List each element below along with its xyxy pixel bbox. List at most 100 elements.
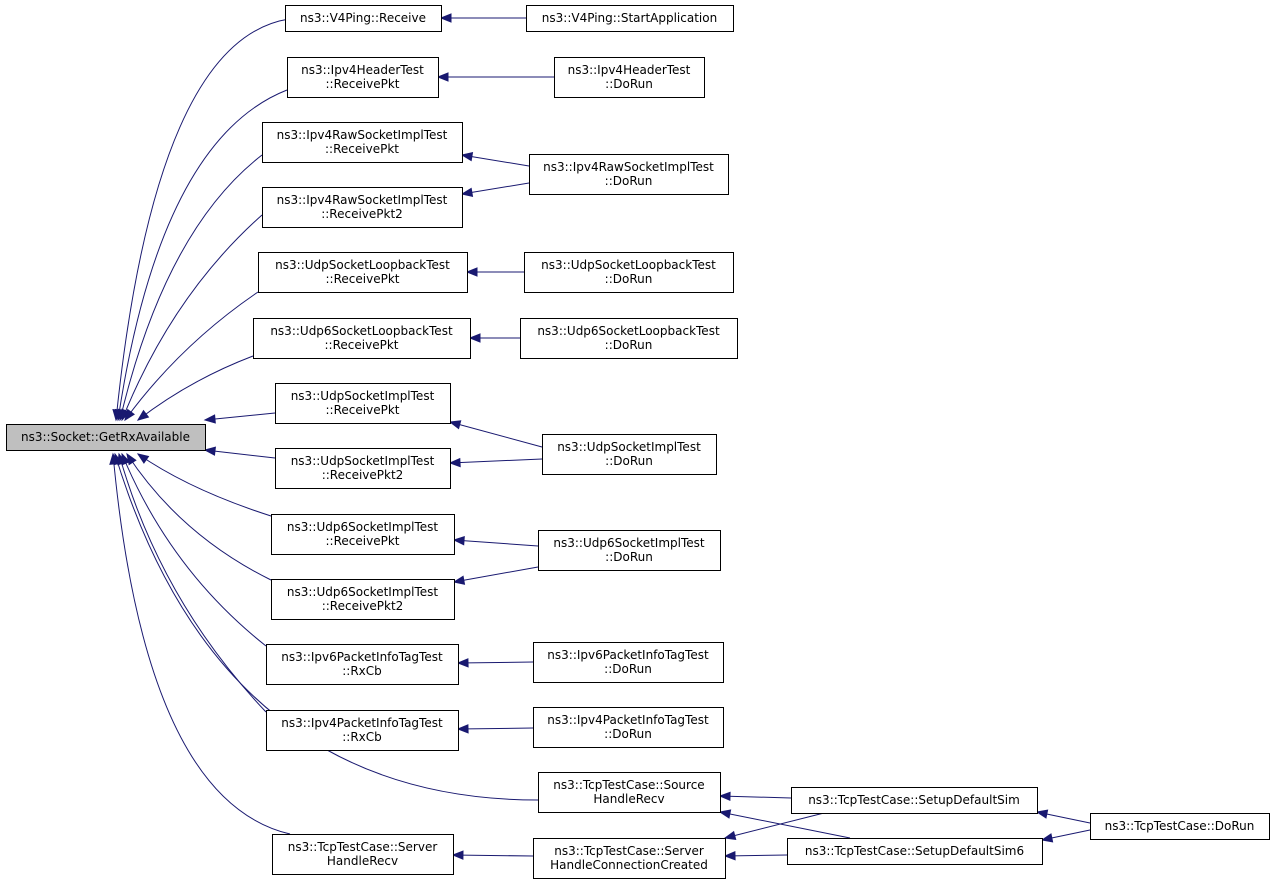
node-raw-recv[interactable]: ns3::Ipv4RawSocketImplTest::ReceivePkt xyxy=(262,122,463,163)
edge-arrowhead xyxy=(452,575,466,585)
node-box xyxy=(524,252,734,293)
node-label: ::ReceivePkt xyxy=(325,142,399,156)
node-v4ping-receive[interactable]: ns3::V4Ping::Receive xyxy=(285,5,442,32)
node-udpimpl-recv[interactable]: ns3::UdpSocketImplTest::ReceivePkt xyxy=(275,383,451,424)
node-box xyxy=(262,187,463,228)
node-udpimpl-run[interactable]: ns3::UdpSocketImplTest::DoRun xyxy=(542,434,717,475)
edge-line xyxy=(453,539,539,547)
node-label: ::DoRun xyxy=(604,727,652,741)
node-label: ns3::TcpTestCase::SetupDefaultSim xyxy=(808,793,1020,807)
node-label: ::DoRun xyxy=(605,454,653,468)
node-label: ns3::Ipv4RawSocketImplTest xyxy=(277,128,448,142)
edge-line xyxy=(121,214,263,421)
node-ipv6info-rx[interactable]: ns3::Ipv6PacketInfoTagTest::RxCb xyxy=(266,644,459,685)
edge-arrowhead xyxy=(203,446,216,456)
node-box xyxy=(253,318,471,359)
node-udp6impl-recv2[interactable]: ns3::Udp6SocketImplTest::ReceivePkt2 xyxy=(271,579,455,620)
node-label: HandleRecv xyxy=(327,854,398,868)
node-label: ns3::UdpSocketImplTest xyxy=(557,440,701,454)
edge-line xyxy=(449,458,543,464)
edge-raw_run-to-raw_recv2 xyxy=(460,182,530,197)
edge-arrowhead xyxy=(1040,833,1054,843)
node-label: ::ReceivePkt xyxy=(326,534,400,548)
node-label: ns3::Udp6SocketLoopbackTest xyxy=(537,324,720,338)
node-udp6loop-recv[interactable]: ns3::Udp6SocketLoopbackTest::ReceivePkt xyxy=(253,318,471,359)
edge-udp6impl_recv2-to-root xyxy=(126,452,272,581)
node-label: ns3::TcpTestCase::SetupDefaultSim6 xyxy=(805,844,1024,858)
edge-arrowhead xyxy=(109,452,119,465)
node-label: ::ReceivePkt2 xyxy=(322,468,404,482)
node-ipv4hdr-run[interactable]: ns3::Ipv4HeaderTest::DoRun xyxy=(554,57,705,98)
node-tcp-setup[interactable]: ns3::TcpTestCase::SetupDefaultSim xyxy=(791,787,1038,814)
edge-line xyxy=(112,453,291,835)
edge-tcp_run-to-tcp_setup xyxy=(1035,809,1091,824)
edge-tcp_server_recv-to-root xyxy=(109,452,291,835)
edge-line xyxy=(117,89,288,421)
node-label: ns3::Ipv6PacketInfoTagTest xyxy=(547,648,709,662)
node-udploop-recv[interactable]: ns3::UdpSocketLoopbackTest::ReceivePkt xyxy=(258,252,468,293)
node-label: ::DoRun xyxy=(605,174,653,188)
node-root[interactable]: ns3::Socket::GetRxAvailable xyxy=(6,424,206,451)
node-label: ns3::Ipv4PacketInfoTagTest xyxy=(281,716,443,730)
node-box xyxy=(272,834,454,875)
edge-tcp_setup6-to-tcp_server_conn xyxy=(723,851,788,861)
edge-arrowhead xyxy=(718,791,731,802)
node-ipv4hdr-recv[interactable]: ns3::Ipv4HeaderTest::ReceivePkt xyxy=(287,57,439,98)
node-label: ::ReceivePkt xyxy=(326,77,400,91)
edge-arrowhead xyxy=(124,408,135,422)
call-edges xyxy=(109,13,1091,861)
node-label: ns3::Ipv4RawSocketImplTest xyxy=(277,193,448,207)
edge-tcp_setup6-to-tcp_source xyxy=(718,809,851,839)
edge-udp6impl_run-to-udp6impl_recv2 xyxy=(452,566,539,585)
edge-arrowhead xyxy=(136,409,150,421)
node-box xyxy=(275,448,451,489)
edge-line xyxy=(204,412,276,421)
node-tcp-run[interactable]: ns3::TcpTestCase::DoRun xyxy=(1090,813,1270,840)
node-box xyxy=(554,57,705,98)
node-box xyxy=(275,383,451,424)
edge-line xyxy=(452,854,534,857)
edge-arrowhead xyxy=(448,420,462,430)
node-ipv6info-run[interactable]: ns3::Ipv6PacketInfoTagTest::DoRun xyxy=(533,642,724,683)
edge-udp6loop_run-to-udp6loop_recv xyxy=(468,333,520,343)
edge-udp6impl_run-to-udp6impl_recv xyxy=(452,535,539,547)
node-box xyxy=(520,318,738,359)
node-v4ping-start[interactable]: ns3::V4Ping::StartApplication xyxy=(526,5,734,32)
node-box xyxy=(258,252,468,293)
edge-ipv6info_run-to-ipv6info_rx xyxy=(456,658,534,668)
node-udploop-run[interactable]: ns3::UdpSocketLoopbackTest::DoRun xyxy=(524,252,734,293)
node-label: ns3::Ipv4HeaderTest xyxy=(301,63,424,77)
node-label: ns3::Udp6SocketImplTest xyxy=(287,520,439,534)
edge-arrowhead xyxy=(203,414,216,424)
node-tcp-setup6[interactable]: ns3::TcpTestCase::SetupDefaultSim6 xyxy=(787,838,1043,865)
node-label: HandleRecv xyxy=(593,792,664,806)
node-raw-run[interactable]: ns3::Ipv4RawSocketImplTest::DoRun xyxy=(529,154,729,195)
node-udp6impl-recv[interactable]: ns3::Udp6SocketImplTest::ReceivePkt xyxy=(271,514,455,555)
node-tcp-server-conn[interactable]: ns3::TcpTestCase::ServerHandleConnection… xyxy=(533,838,726,879)
edge-arrowhead xyxy=(448,457,461,468)
node-ipv4info-rx[interactable]: ns3::Ipv4PacketInfoTagTest::RxCb xyxy=(266,710,459,751)
node-label: ::ReceivePkt2 xyxy=(322,599,404,613)
edge-udpimpl_recv-to-root xyxy=(203,412,276,424)
node-label: ::ReceivePkt xyxy=(326,272,400,286)
node-label: ::DoRun xyxy=(605,338,653,352)
node-box xyxy=(533,707,724,748)
edge-line xyxy=(461,182,530,195)
node-label: ns3::V4Ping::Receive xyxy=(300,11,426,25)
node-udp6impl-run[interactable]: ns3::Udp6SocketImplTest::DoRun xyxy=(538,530,721,571)
node-box xyxy=(287,57,439,98)
node-label: ns3::UdpSocketImplTest xyxy=(291,389,435,403)
edge-tcp_setup-to-tcp_server_conn xyxy=(723,812,825,840)
edge-arrowhead xyxy=(1035,809,1049,819)
edge-arrowhead xyxy=(126,452,137,466)
node-box xyxy=(542,434,717,475)
node-label: ns3::UdpSocketLoopbackTest xyxy=(541,258,716,272)
edge-arrowhead xyxy=(456,724,469,734)
node-udp6loop-run[interactable]: ns3::Udp6SocketLoopbackTest::DoRun xyxy=(520,318,738,359)
node-ipv4info-run[interactable]: ns3::Ipv4PacketInfoTagTest::DoRun xyxy=(533,707,724,748)
node-udpimpl-recv2[interactable]: ns3::UdpSocketImplTest::ReceivePkt2 xyxy=(275,448,451,489)
node-raw-recv2[interactable]: ns3::Ipv4RawSocketImplTest::ReceivePkt2 xyxy=(262,187,463,228)
edge-line xyxy=(457,727,534,730)
